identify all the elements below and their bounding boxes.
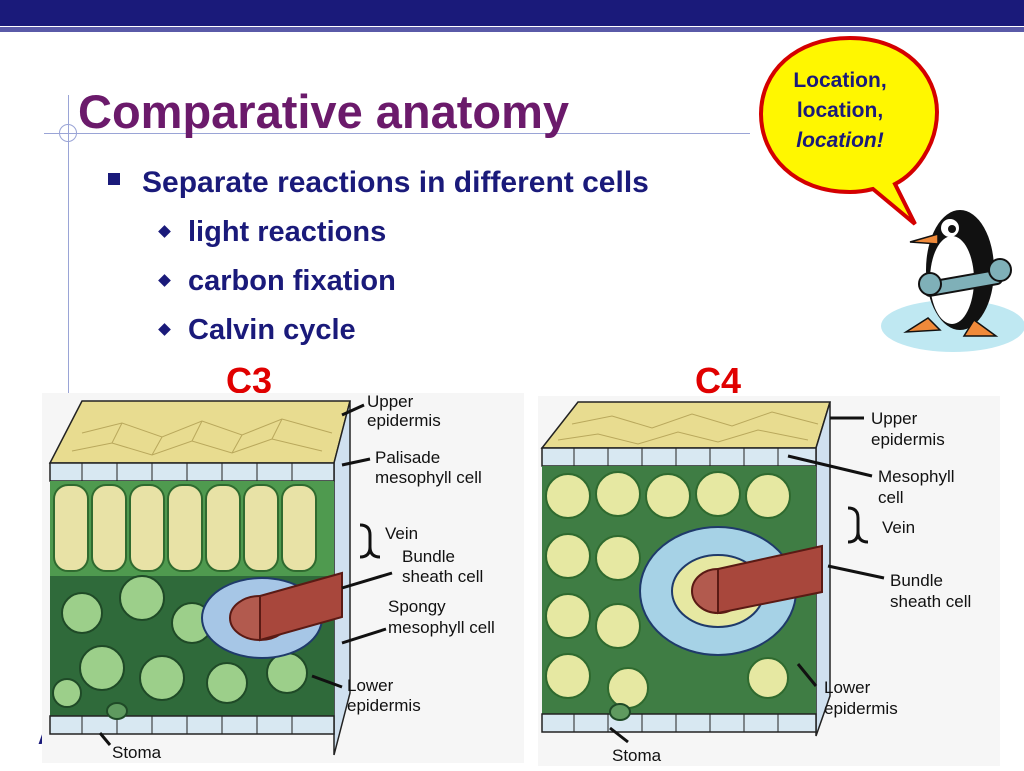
sub-bullet-text: carbon fixation	[188, 265, 396, 297]
label-palisade: mesophyll cell	[375, 468, 482, 487]
diamond-bullet-icon	[158, 323, 171, 336]
c3-leaf-diagram: Upper epidermis Palisade mesophyll cell …	[42, 392, 524, 763]
label-upper-epidermis: Upper	[367, 393, 414, 411]
c4-leaf-drawing: Upper epidermis Mesophyll cell Vein Bund…	[540, 401, 971, 765]
label-spongy: Spongy	[388, 597, 446, 616]
label-mesophyll: cell	[878, 488, 904, 507]
sub-bullet-text: Calvin cycle	[188, 314, 356, 346]
label-lower-epidermis: Lower	[347, 676, 394, 695]
label-palisade: Palisade	[375, 448, 440, 467]
c4-leaf-diagram: Upper epidermis Mesophyll cell Vein Bund…	[538, 396, 1000, 766]
diamond-bullet-icon	[158, 225, 171, 238]
label-bundle-sheath: Bundle	[890, 571, 943, 590]
top-bar-stripe	[0, 27, 1024, 32]
label-lower-epidermis: Lower	[824, 678, 871, 697]
label-stoma: Stoma	[112, 743, 162, 762]
label-bundle-sheath: sheath cell	[402, 567, 483, 586]
square-bullet-icon	[108, 173, 120, 185]
label-bundle-sheath: Bundle	[402, 547, 455, 566]
label-bundle-sheath: sheath cell	[890, 592, 971, 611]
label-vein: Vein	[385, 524, 418, 543]
label-upper-epidermis: Upper	[871, 409, 918, 428]
speech-bubble	[758, 35, 940, 226]
bubble-line: location!	[796, 129, 884, 152]
title-guide-line	[44, 133, 750, 134]
speech-bubble-text: Location, location, location!	[776, 66, 904, 156]
main-bullet-text: Separate reactions in different cells	[142, 166, 649, 199]
diamond-bullet-icon	[158, 274, 171, 287]
label-stoma: Stoma	[612, 746, 662, 765]
label-vein: Vein	[882, 518, 915, 537]
sub-bullet-text: light reactions	[188, 216, 387, 248]
guide-circle	[59, 124, 77, 142]
top-bar	[0, 0, 1024, 26]
label-lower-epidermis: epidermis	[347, 696, 421, 715]
bubble-line: Location,	[793, 69, 887, 92]
c4-heading: C4	[695, 360, 742, 401]
label-upper-epidermis: epidermis	[871, 430, 945, 449]
c3-leaf-drawing: Upper epidermis Palisade mesophyll cell …	[48, 392, 495, 762]
label-spongy: mesophyll cell	[388, 618, 495, 637]
label-lower-epidermis: epidermis	[824, 699, 898, 718]
label-mesophyll: Mesophyll	[878, 467, 955, 486]
bubble-line: location,	[796, 99, 884, 122]
slide-title: Comparative anatomy	[78, 85, 570, 138]
penguin-mascot-icon	[881, 210, 1024, 352]
label-upper-epidermis: epidermis	[367, 411, 441, 430]
